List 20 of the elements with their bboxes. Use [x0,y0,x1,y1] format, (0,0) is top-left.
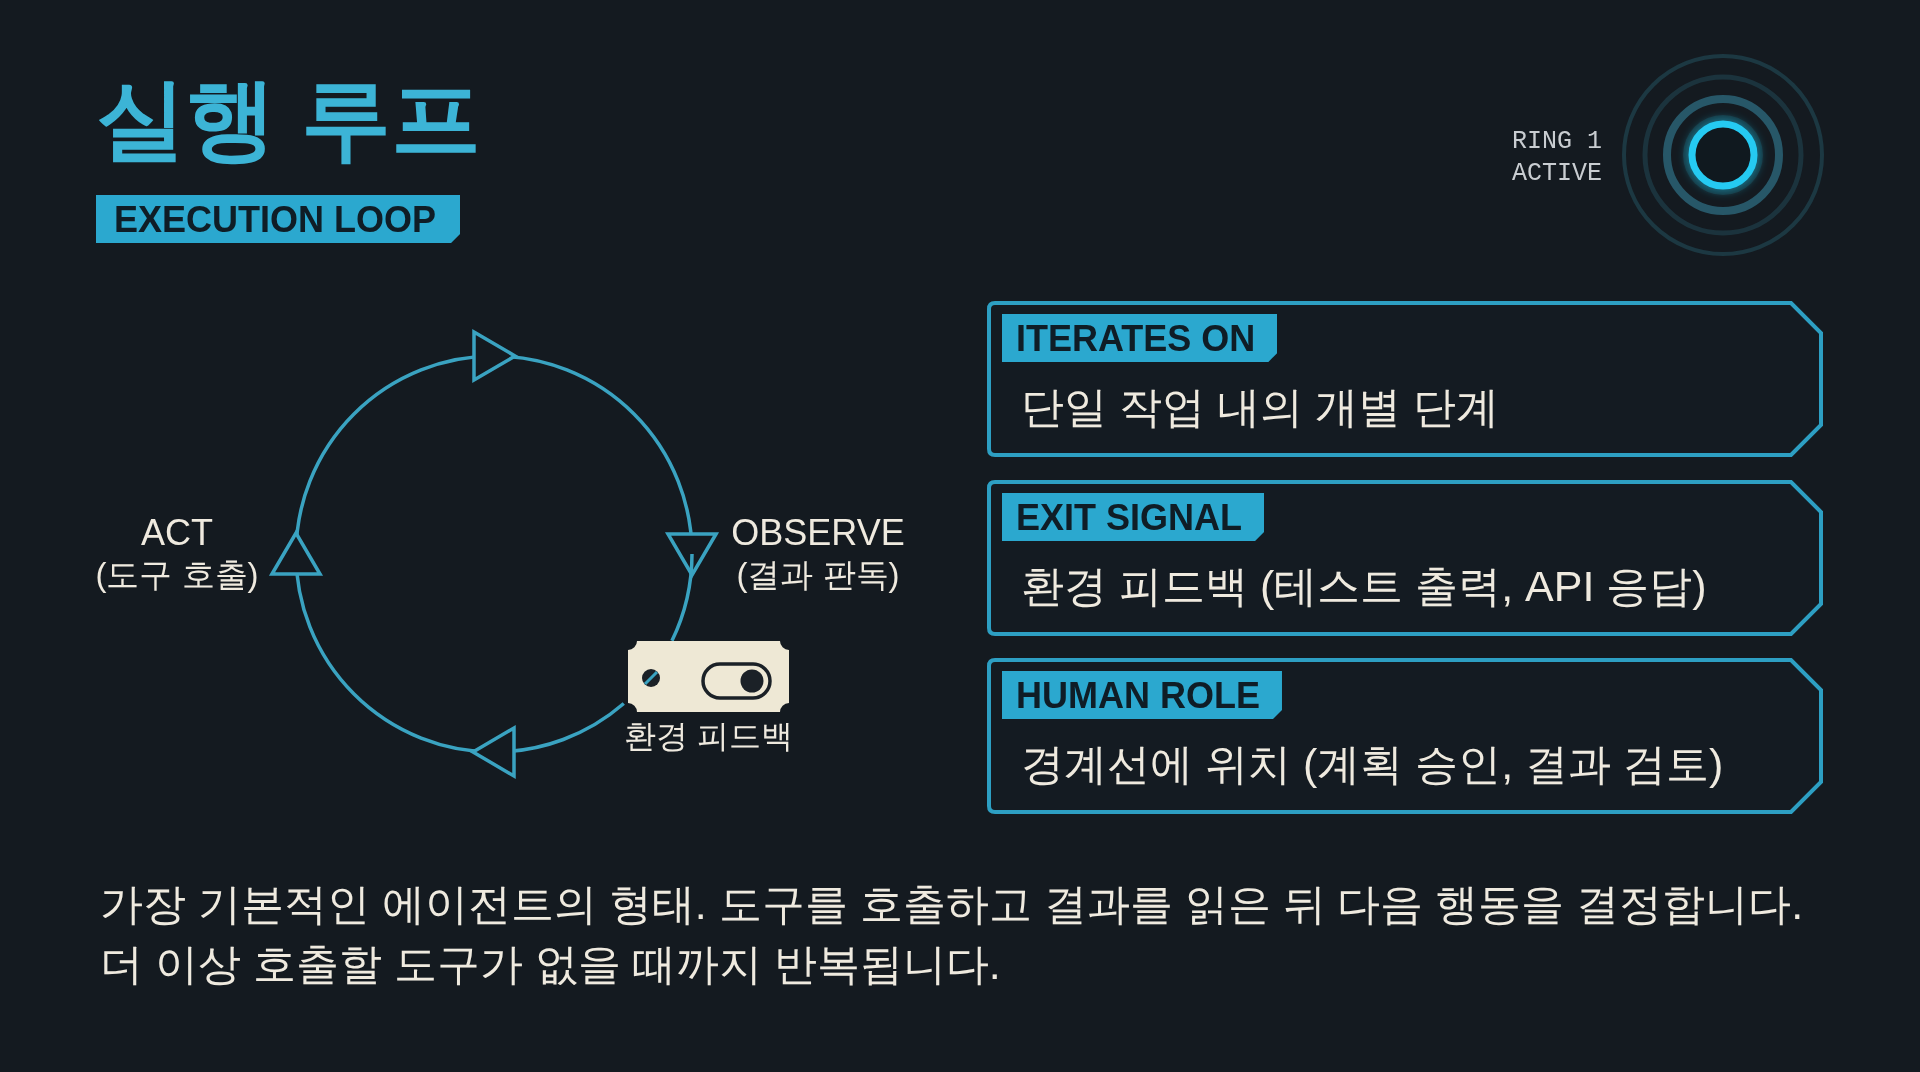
title: 실행 루프 [96,70,481,169]
panel-text: 단일 작업 내의 개별 단계 [1021,382,1499,433]
step-note: (결과 판독) [736,555,900,595]
panel-text: 환경 피드백 (테스트 출력, API 응답) [1021,561,1707,612]
info-panel [987,301,1823,457]
step-name: OBSERVE [731,512,905,554]
panel-tag: HUMAN ROLE [1002,671,1282,719]
panel-tag: EXIT SIGNAL [1002,493,1265,541]
info-panel [987,480,1823,636]
panel-text: 경계선에 위치 (계획 승인, 결과 검토) [1021,739,1724,790]
subtitle-banner: EXECUTION LOOP [96,195,461,243]
panel-tag: ITERATES ON [1002,314,1278,362]
status-text: RING 1 ACTIVE [1512,126,1602,190]
node-label: 환경 피드백 [624,717,793,756]
step-note: (도구 호출) [95,555,259,595]
caption: 가장 기본적인 에이전트의 형태. 도구를 호출하고 결과를 읽은 뒤 다음 행동을 결정합니다. 더 이상 호출할 도구가 없을 때까지 반복됩니다. [100,879,1805,990]
loop-arrow [269,529,625,779]
loop-arrow [294,329,719,579]
step-name: ACT [141,512,213,554]
info-panel [987,658,1823,814]
